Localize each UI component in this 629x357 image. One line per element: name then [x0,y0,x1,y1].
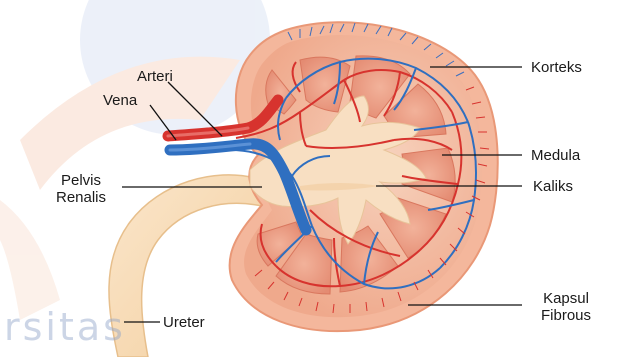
label-kaliks: Kaliks [533,178,573,195]
label-kapsul-line1: Kapsul [524,290,608,307]
label-medula: Medula [531,147,580,164]
label-ureter: Ureter [163,314,205,331]
label-kapsul-line2: Fibrous [524,307,608,324]
label-arteri: Arteri [137,68,173,85]
label-korteks: Korteks [531,59,582,76]
label-vena: Vena [103,92,137,109]
label-pelvis-renalis: Pelvis Renalis [42,172,120,206]
label-pelvis-line1: Pelvis [42,172,120,189]
watermark-text: rsitas [4,305,126,349]
label-pelvis-line2: Renalis [42,189,120,206]
label-kapsul-fibrous: Kapsul Fibrous [524,290,608,324]
